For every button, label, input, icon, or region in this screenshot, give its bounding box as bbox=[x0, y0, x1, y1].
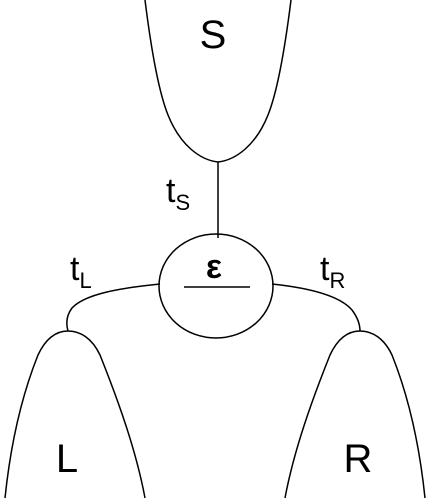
right-lead-label: R bbox=[344, 437, 373, 481]
source-lead-label: S bbox=[200, 13, 227, 57]
right-coupling-symbol: t bbox=[320, 250, 330, 288]
right-coupling-subscript: R bbox=[329, 268, 345, 293]
right-coupling-label: tR bbox=[320, 250, 345, 293]
source-coupling-subscript: S bbox=[175, 190, 190, 215]
left-coupling-label: tL bbox=[70, 250, 92, 293]
energy-level-label: ε bbox=[206, 248, 222, 286]
left-lead-label: L bbox=[56, 437, 78, 481]
left-coupling-subscript: L bbox=[79, 268, 91, 293]
right-coupling-line bbox=[271, 283, 361, 332]
source-coupling-symbol: t bbox=[166, 172, 176, 210]
source-coupling-label: tS bbox=[166, 172, 190, 215]
left-coupling-symbol: t bbox=[70, 250, 80, 288]
quantum-dot bbox=[158, 233, 274, 339]
left-coupling-line bbox=[66, 283, 161, 332]
